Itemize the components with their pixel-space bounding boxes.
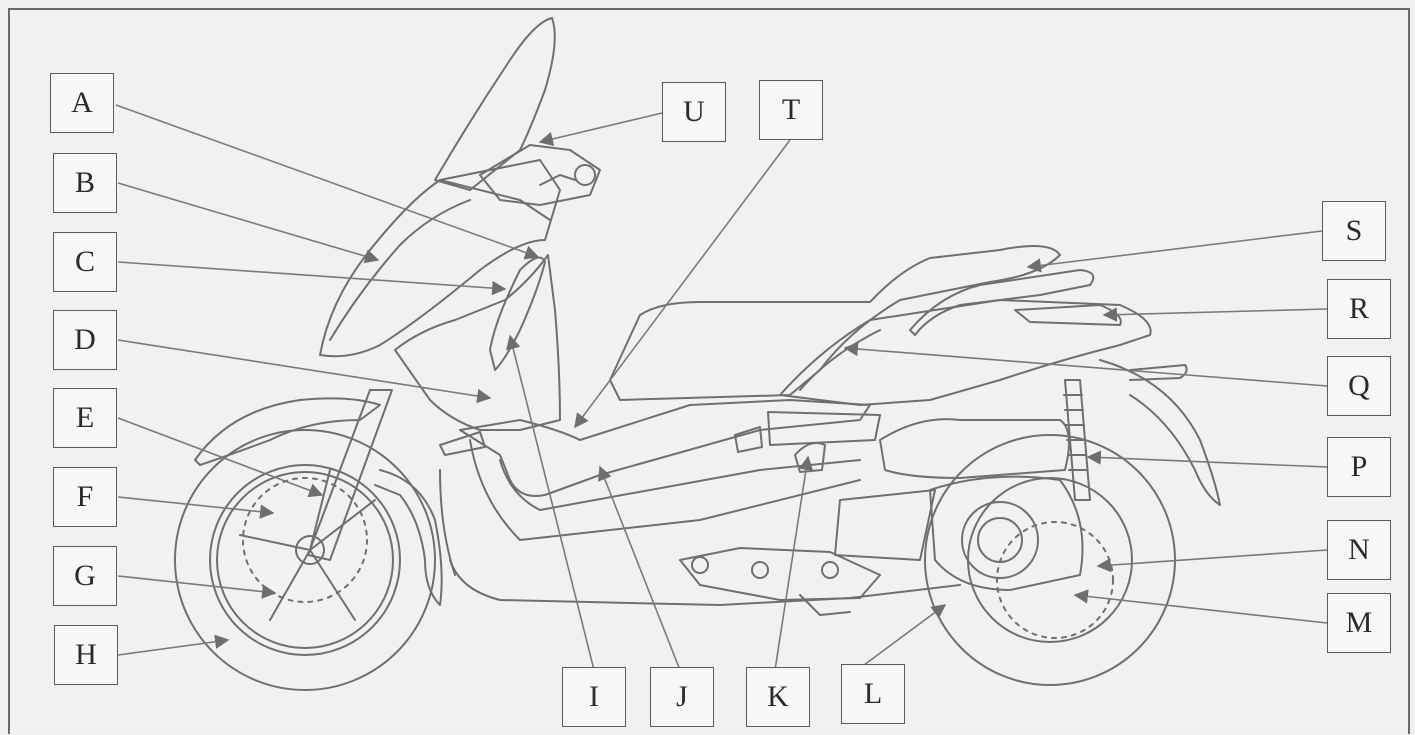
callout-label-L: L [863, 677, 883, 710]
leader-G [117, 575, 277, 599]
leader-lines [115, 104, 1328, 671]
air-box [879, 418, 1070, 479]
front-brake-disc [242, 477, 368, 603]
callout-A: A [50, 73, 114, 133]
leader-E [117, 417, 324, 498]
scooter-drawing [174, 17, 1221, 691]
callout-label-E: E [75, 401, 95, 434]
callout-label-D: D [74, 323, 96, 356]
leader-B [117, 182, 380, 264]
callout-B: B [53, 153, 117, 213]
callout-F: F [53, 467, 117, 527]
callout-P: P [1327, 437, 1391, 497]
rear-shock [1064, 379, 1091, 501]
front-cowl [319, 159, 561, 358]
callout-label-N: N [1348, 533, 1370, 566]
leader-A [115, 104, 540, 260]
grab-rail [909, 269, 1095, 336]
callout-S: S [1322, 201, 1386, 261]
leader-K [774, 455, 814, 671]
tail-light [1014, 304, 1122, 326]
callout-D: D [53, 310, 117, 370]
leader-C [117, 261, 507, 296]
leader-L [859, 604, 947, 669]
callout-H: H [54, 625, 118, 685]
leader-Q [843, 341, 1328, 387]
leader-R [1102, 307, 1328, 322]
leader-D [117, 339, 492, 404]
callout-T: T [759, 80, 823, 140]
front-tire [174, 429, 436, 691]
callout-C: C [53, 232, 117, 292]
rear-fender [1099, 359, 1221, 506]
callout-label-M: M [1345, 606, 1373, 639]
callout-label-I: I [589, 680, 599, 713]
callout-E: E [53, 388, 117, 448]
callout-label-C: C [74, 245, 95, 278]
callout-label-K: K [767, 680, 789, 713]
leader-J [598, 465, 681, 671]
rear-tire [924, 434, 1176, 686]
callout-K: K [746, 667, 810, 727]
leader-F [117, 496, 275, 519]
callout-label-H: H [75, 638, 97, 671]
rear-brake-disc [996, 521, 1114, 639]
floorboard [459, 399, 871, 497]
callout-N: N [1327, 520, 1391, 580]
muffler [834, 489, 936, 561]
front-spokes [239, 469, 376, 621]
leader-P [1086, 450, 1328, 468]
leader-S [1026, 230, 1323, 273]
handlebar [479, 144, 601, 206]
callout-label-J: J [676, 680, 688, 713]
callout-label-S: S [1345, 214, 1363, 247]
leader-M [1073, 589, 1328, 624]
callout-G: G [53, 546, 117, 606]
callout-L: L [841, 664, 905, 724]
callout-Q: Q [1327, 356, 1391, 416]
callout-label-T: T [781, 93, 801, 126]
callout-label-R: R [1348, 292, 1369, 325]
leader-I [506, 334, 595, 671]
callout-R: R [1327, 279, 1391, 339]
callout-U: U [662, 82, 726, 142]
callout-label-Q: Q [1348, 369, 1370, 402]
lower-body [449, 559, 961, 606]
rear-body [779, 299, 1152, 406]
callout-label-B: B [74, 166, 95, 199]
callout-label-P: P [1350, 450, 1368, 483]
leader-N [1096, 549, 1328, 573]
callout-label-A: A [71, 86, 93, 119]
callout-M: M [1327, 593, 1391, 653]
seat [609, 245, 1061, 401]
leader-T [574, 139, 791, 429]
leg-shield [394, 254, 561, 431]
callout-label-U: U [683, 95, 705, 128]
windscreen [434, 17, 556, 191]
callout-J: J [650, 667, 714, 727]
leader-H [117, 634, 230, 656]
leader-U [538, 112, 663, 147]
underbody-mechanics [679, 547, 881, 601]
front-fender [194, 397, 381, 466]
callout-label-G: G [74, 559, 96, 592]
front-panel-light [489, 256, 546, 371]
transmission-cover [929, 475, 1084, 591]
front-fork [307, 389, 393, 561]
callout-I: I [562, 667, 626, 727]
callout-label-F: F [76, 480, 94, 513]
